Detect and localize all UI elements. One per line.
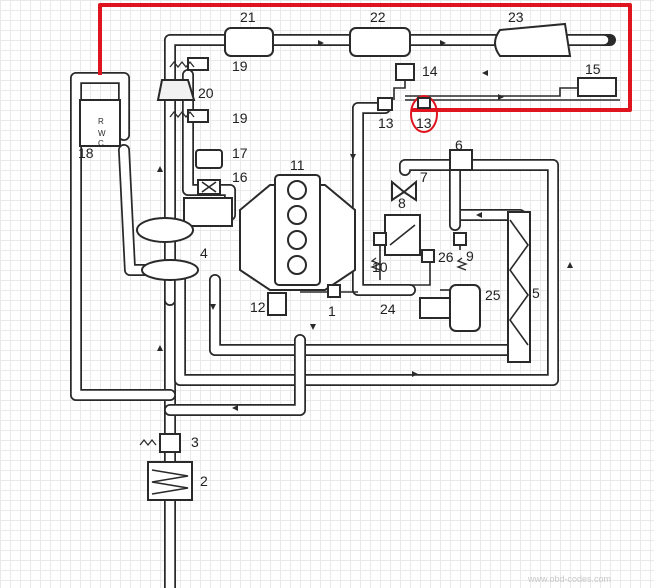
- component-7: [391, 179, 417, 202]
- component-21: [224, 27, 274, 57]
- arrow-6: [157, 345, 163, 351]
- component-25: [449, 284, 481, 332]
- arrow-11: [232, 405, 238, 411]
- component-19-bottom: [187, 109, 209, 123]
- arrow-2: [440, 40, 446, 46]
- component-12: [267, 292, 287, 316]
- watermark: www.obd-codes.com: [527, 574, 611, 584]
- arrow-5: [157, 166, 163, 172]
- label-13-highlighted: 13: [416, 115, 432, 131]
- label-4: 4: [200, 245, 208, 261]
- sensor-letter-c: C: [98, 139, 104, 148]
- label-23: 23: [508, 9, 524, 25]
- component-13-right: [417, 97, 431, 109]
- label-3: 3: [191, 434, 199, 450]
- sensor-letter-w: W: [98, 129, 106, 138]
- turbo-turbine: [141, 259, 199, 281]
- label-1: 1: [328, 303, 336, 319]
- label-19-top: 19: [232, 58, 248, 74]
- label-14: 14: [422, 63, 438, 79]
- label-19-bottom: 19: [232, 110, 248, 126]
- label-6: 6: [455, 137, 463, 153]
- sensor-18-letters: R W C: [98, 117, 106, 148]
- label-20: 20: [198, 85, 214, 101]
- piping: [70, 34, 616, 588]
- label-11: 11: [290, 157, 305, 173]
- component-9: [453, 232, 467, 246]
- component-15: [577, 77, 617, 97]
- component-10: [373, 232, 387, 246]
- label-9: 9: [466, 248, 474, 264]
- label-7: 7: [420, 169, 428, 185]
- label-5: 5: [532, 285, 540, 301]
- label-12: 12: [250, 299, 266, 315]
- label-24: 24: [380, 301, 396, 317]
- label-18: 18: [78, 145, 94, 161]
- component-22: [349, 27, 411, 57]
- highlight-loop: [98, 3, 632, 133]
- arrow-8: [310, 324, 316, 330]
- label-17: 17: [232, 145, 248, 161]
- component-5: [507, 211, 531, 363]
- component-6: [449, 149, 473, 171]
- arrow-3: [482, 70, 488, 76]
- label-2: 2: [200, 473, 208, 489]
- label-21: 21: [240, 9, 256, 25]
- arrow-12: [476, 212, 482, 218]
- component-17: [195, 149, 223, 169]
- component-1: [327, 284, 341, 298]
- sensor-letter-r: R: [98, 117, 104, 126]
- component-13-left: [377, 97, 393, 111]
- label-15: 15: [585, 61, 601, 77]
- label-25: 25: [485, 287, 501, 303]
- turbo-housing: [183, 197, 233, 227]
- label-16: 16: [232, 169, 248, 185]
- springs: [139, 60, 468, 447]
- component-26: [421, 249, 435, 263]
- label-8: 8: [398, 195, 406, 211]
- component-20: [156, 79, 196, 101]
- component-18: [79, 99, 121, 147]
- label-13-left: 13: [378, 115, 394, 131]
- thin-lines: [300, 78, 620, 293]
- components: [79, 22, 617, 501]
- component-labels: 1 2 3 4 5 6 7 8 9 10 11 12 13 13 14 15 1…: [78, 9, 601, 489]
- label-10: 10: [372, 259, 388, 275]
- label-26: 26: [438, 249, 454, 265]
- arrow-7: [210, 304, 216, 310]
- flow-arrows: [157, 40, 573, 411]
- arrow-4: [498, 94, 504, 100]
- component-23: [494, 22, 572, 57]
- component-14: [395, 63, 415, 81]
- arrow-1: [318, 40, 324, 46]
- arrow-10: [412, 371, 418, 377]
- arrow-13: [567, 262, 573, 268]
- label-22: 22: [370, 9, 386, 25]
- turbo-compressor: [136, 217, 194, 243]
- arrow-9: [350, 154, 356, 160]
- component-3: [159, 433, 181, 453]
